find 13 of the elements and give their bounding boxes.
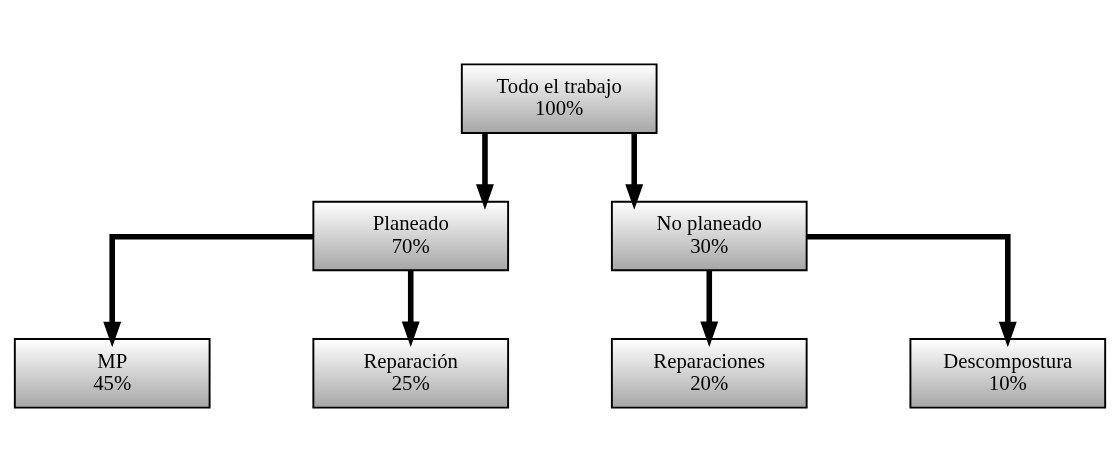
node-box: Reparaciones 20% (610, 338, 808, 409)
arrow (625, 133, 644, 210)
node-box: Todo el trabajo 100% (460, 63, 658, 134)
arrow (476, 133, 494, 210)
node-box: Planeado 70% (312, 200, 510, 272)
arrow (700, 270, 719, 348)
arrow (103, 234, 313, 348)
node-box: No planeado 30% (610, 200, 808, 272)
node-box: MP 45% (13, 338, 211, 409)
node-box: Descompostura 10% (909, 338, 1107, 409)
node-box: Reparación 25% (312, 338, 510, 409)
arrow (807, 234, 1017, 348)
arrow (401, 270, 420, 348)
